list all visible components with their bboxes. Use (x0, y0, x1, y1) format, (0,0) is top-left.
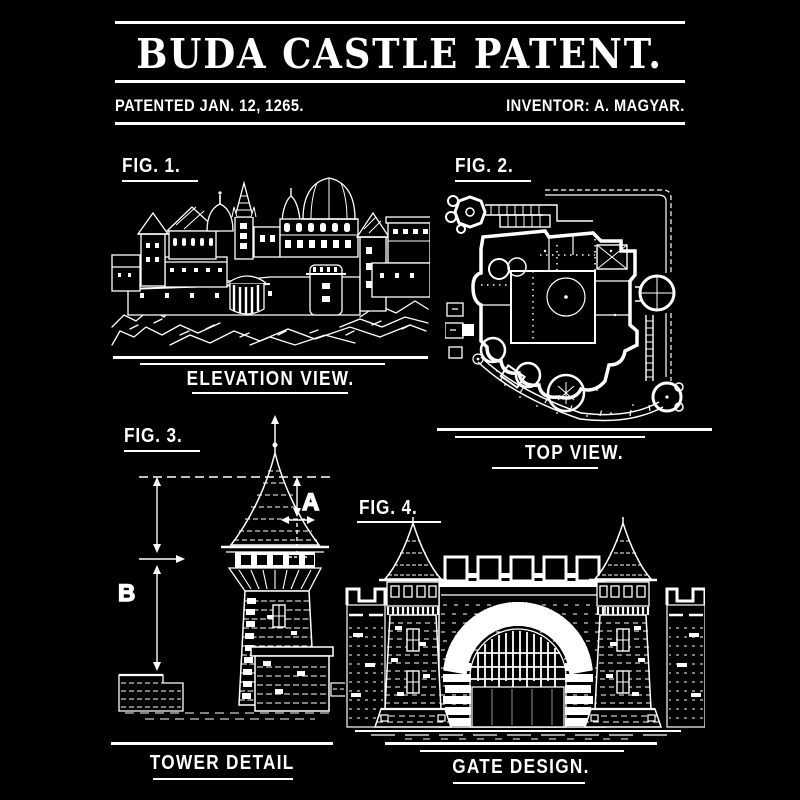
fig2-plan-drawing (445, 189, 684, 422)
tower-spire (271, 415, 279, 453)
fig3-caption-rule (111, 742, 333, 745)
fig2-caption-rule-long (437, 428, 712, 431)
fig1-caption-rule-long (113, 356, 428, 359)
main-building-mass (471, 229, 639, 413)
plan-speckles (496, 249, 634, 417)
ground-lines (355, 730, 681, 740)
header-mid-rule (115, 80, 685, 83)
fig2-label-underline (455, 180, 531, 182)
fig4-caption-rule-short (420, 750, 624, 752)
header-bottom-rule (115, 122, 685, 125)
fig3-caption: TOWER DETAIL (149, 752, 295, 774)
tower-cone-roof (221, 452, 329, 553)
inventor-name: INVENTOR: A. MAGYAR. (506, 96, 685, 115)
hillside-rotunda (227, 275, 267, 315)
fig1-label-underline (122, 180, 198, 182)
fig3-caption-underline (153, 778, 293, 780)
patented-date: PATENTED JAN. 12, 1265. (115, 96, 304, 115)
patent-meta-row: PATENTED JAN. 12, 1265. INVENTOR: A. MAG… (115, 96, 685, 116)
fig4-gate-drawing (345, 515, 705, 740)
fig4-caption: GATE DESIGN. (452, 756, 590, 778)
page-title: BUDA CASTLE PATENT. (0, 30, 800, 78)
fig4-caption-rule-long (385, 742, 657, 745)
gate-tower (306, 264, 346, 316)
side-wall-left (345, 587, 387, 728)
dim-label-b: B (118, 580, 135, 607)
fig4-label: FIG. 4. (359, 497, 418, 519)
fig1-label: FIG. 1. (122, 155, 181, 177)
west-annexes (445, 302, 474, 359)
fig1-caption-underline (192, 392, 348, 394)
gate-tower-left (373, 517, 453, 728)
gate-arch (443, 602, 593, 728)
fig4-caption-underline (453, 782, 585, 784)
bastions (445, 195, 684, 413)
fig2-label: FIG. 2. (455, 155, 514, 177)
page-title-text: BUDA CASTLE PATENT. (136, 30, 664, 78)
fig2-caption-rule-short (455, 436, 645, 438)
fig3-label-underline (124, 450, 200, 452)
portcullis (470, 631, 566, 687)
fig1-caption: ELEVATION VIEW. (186, 368, 355, 390)
fig3-label: FIG. 3. (124, 425, 183, 447)
header-top-rule (115, 21, 685, 24)
outer-rampart (472, 189, 672, 422)
fig1-elevation-drawing (111, 177, 430, 346)
dimension-lines: A B (117, 476, 333, 671)
dim-label-a: A (302, 489, 319, 516)
fig3-tower-drawing: A B (117, 415, 345, 720)
tower-base-buildings (118, 646, 345, 720)
upper-castle-buildings (111, 177, 430, 312)
arch-quoins (443, 663, 593, 726)
fig2-caption: TOP VIEW. (525, 442, 624, 464)
fig2-caption-underline (492, 467, 598, 469)
fig4-label-underline (357, 521, 441, 523)
tower-parapet (227, 552, 323, 592)
fig1-caption-rule-short (140, 363, 385, 365)
